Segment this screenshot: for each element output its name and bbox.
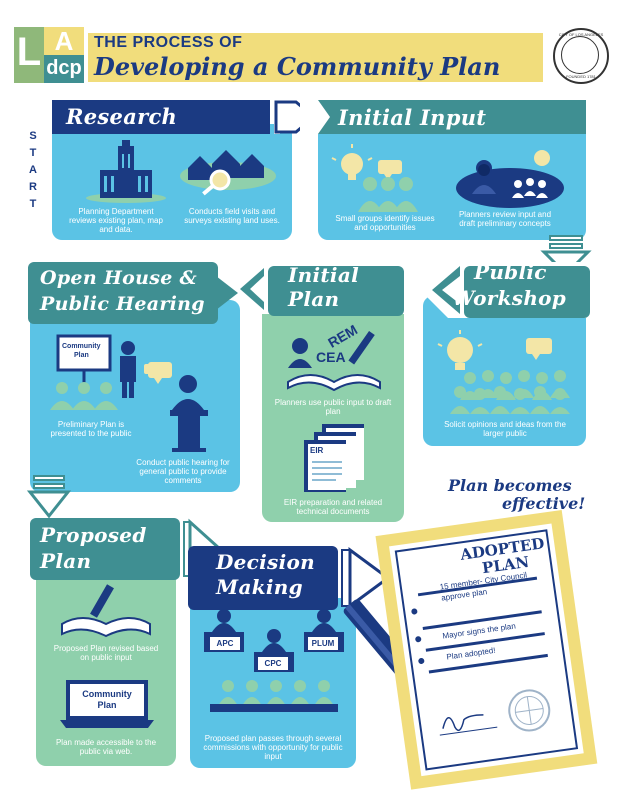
plum-label: PLUM — [308, 637, 338, 650]
eir-label: EIR — [310, 446, 324, 455]
open-book-pen-icon — [61, 584, 151, 638]
logo-dcp: dcp — [44, 55, 84, 83]
initial-plan-title-1: Initial — [288, 263, 359, 287]
cpc-label: CPC — [258, 657, 288, 670]
adopted-plan-certificate — [375, 509, 598, 790]
header-band — [88, 33, 543, 82]
open-house-panel — [30, 300, 240, 492]
proposed-plan-title-1: Proposed — [40, 523, 147, 547]
planners-writing-icon: CEA REM — [287, 321, 381, 392]
laptop-icon — [60, 680, 154, 728]
decision-making-caption: Proposed plan passes through several com… — [203, 734, 343, 761]
crowd-icon — [437, 330, 570, 414]
logo-l: L — [14, 27, 44, 83]
open-house-title-1: Open House & — [40, 267, 197, 289]
podium-speaker-icon — [148, 362, 208, 452]
research-caption-right: Conducts field visits and surveys existi… — [184, 207, 280, 225]
open-house-banner — [28, 262, 238, 324]
apc-label: APC — [210, 637, 240, 650]
initial-input-banner — [300, 100, 586, 134]
initial-input-caption-left: Small groups identify issues and opportu… — [335, 214, 435, 232]
initial-plan-banner — [230, 264, 406, 316]
laptop-label-2: Plan — [97, 700, 117, 710]
board-label-1: Community — [62, 343, 101, 350]
seal-bottom-text: FOUNDED 1781 — [566, 74, 596, 79]
svg-text:CEA: CEA — [316, 349, 346, 365]
public-workshop-banner — [420, 262, 590, 318]
logo-a: A — [44, 27, 84, 55]
decision-making-banner — [188, 546, 391, 610]
open-house-title-2: Public Hearing — [40, 293, 205, 315]
public-workshop-title-2: Workshop — [452, 286, 567, 310]
start-label: S T A R T — [29, 130, 37, 210]
research-title: Research — [66, 104, 178, 129]
effective-line-1: Plan becomes — [448, 476, 572, 495]
houses-magnifier-icon — [180, 150, 276, 196]
seal-top-text: CITY OF LOS ANGELES — [558, 32, 604, 37]
city-seal: CITY OF LOS ANGELES FOUNDED 1781 — [553, 28, 609, 84]
proposed-plan-caption-top: Proposed Plan revised based on public in… — [53, 644, 159, 662]
proposed-plan-title-2: Plan — [40, 549, 92, 573]
initial-input-caption-right: Planners review input and draft prelimin… — [458, 210, 552, 228]
decision-making-title-2: Making — [216, 575, 303, 599]
eir-documents-icon — [304, 424, 364, 492]
svg-text:REM: REM — [325, 321, 360, 350]
initial-plan-caption-top: Planners use public input to draft plan — [274, 398, 392, 416]
effective-line-2: effective! — [502, 494, 586, 513]
public-workshop-title-1: Public — [474, 260, 547, 284]
initial-plan-title-2: Plan — [288, 287, 340, 311]
proposed-plan-caption-bottom: Plan made accessible to the public via w… — [55, 738, 157, 756]
research-caption-left: Planning Department reviews existing pla… — [69, 207, 163, 234]
open-house-caption-left: Preliminary Plan is presented to the pub… — [50, 420, 132, 438]
initial-input-title: Initial Input — [338, 105, 487, 130]
public-workshop-caption: Solicit opinions and ideas from the larg… — [444, 420, 566, 438]
process-line: THE PROCESS OF — [94, 34, 243, 51]
city-hall-icon — [86, 140, 166, 203]
planner-review-icon — [456, 150, 564, 208]
open-house-caption-right: Conduct public hearing for general publi… — [136, 458, 230, 485]
board-label-2: Plan — [74, 352, 89, 359]
initial-plan-caption-bottom: EIR preparation and related technical do… — [283, 498, 383, 516]
small-group-icon — [331, 144, 418, 212]
logo: L A dcp — [14, 27, 84, 83]
down-arrow-to-proposed — [26, 475, 72, 519]
laptop-label-1: Community — [82, 689, 132, 699]
page-title: Developing a Community Plan — [94, 52, 501, 81]
decision-making-title-1: Decision — [216, 550, 315, 574]
